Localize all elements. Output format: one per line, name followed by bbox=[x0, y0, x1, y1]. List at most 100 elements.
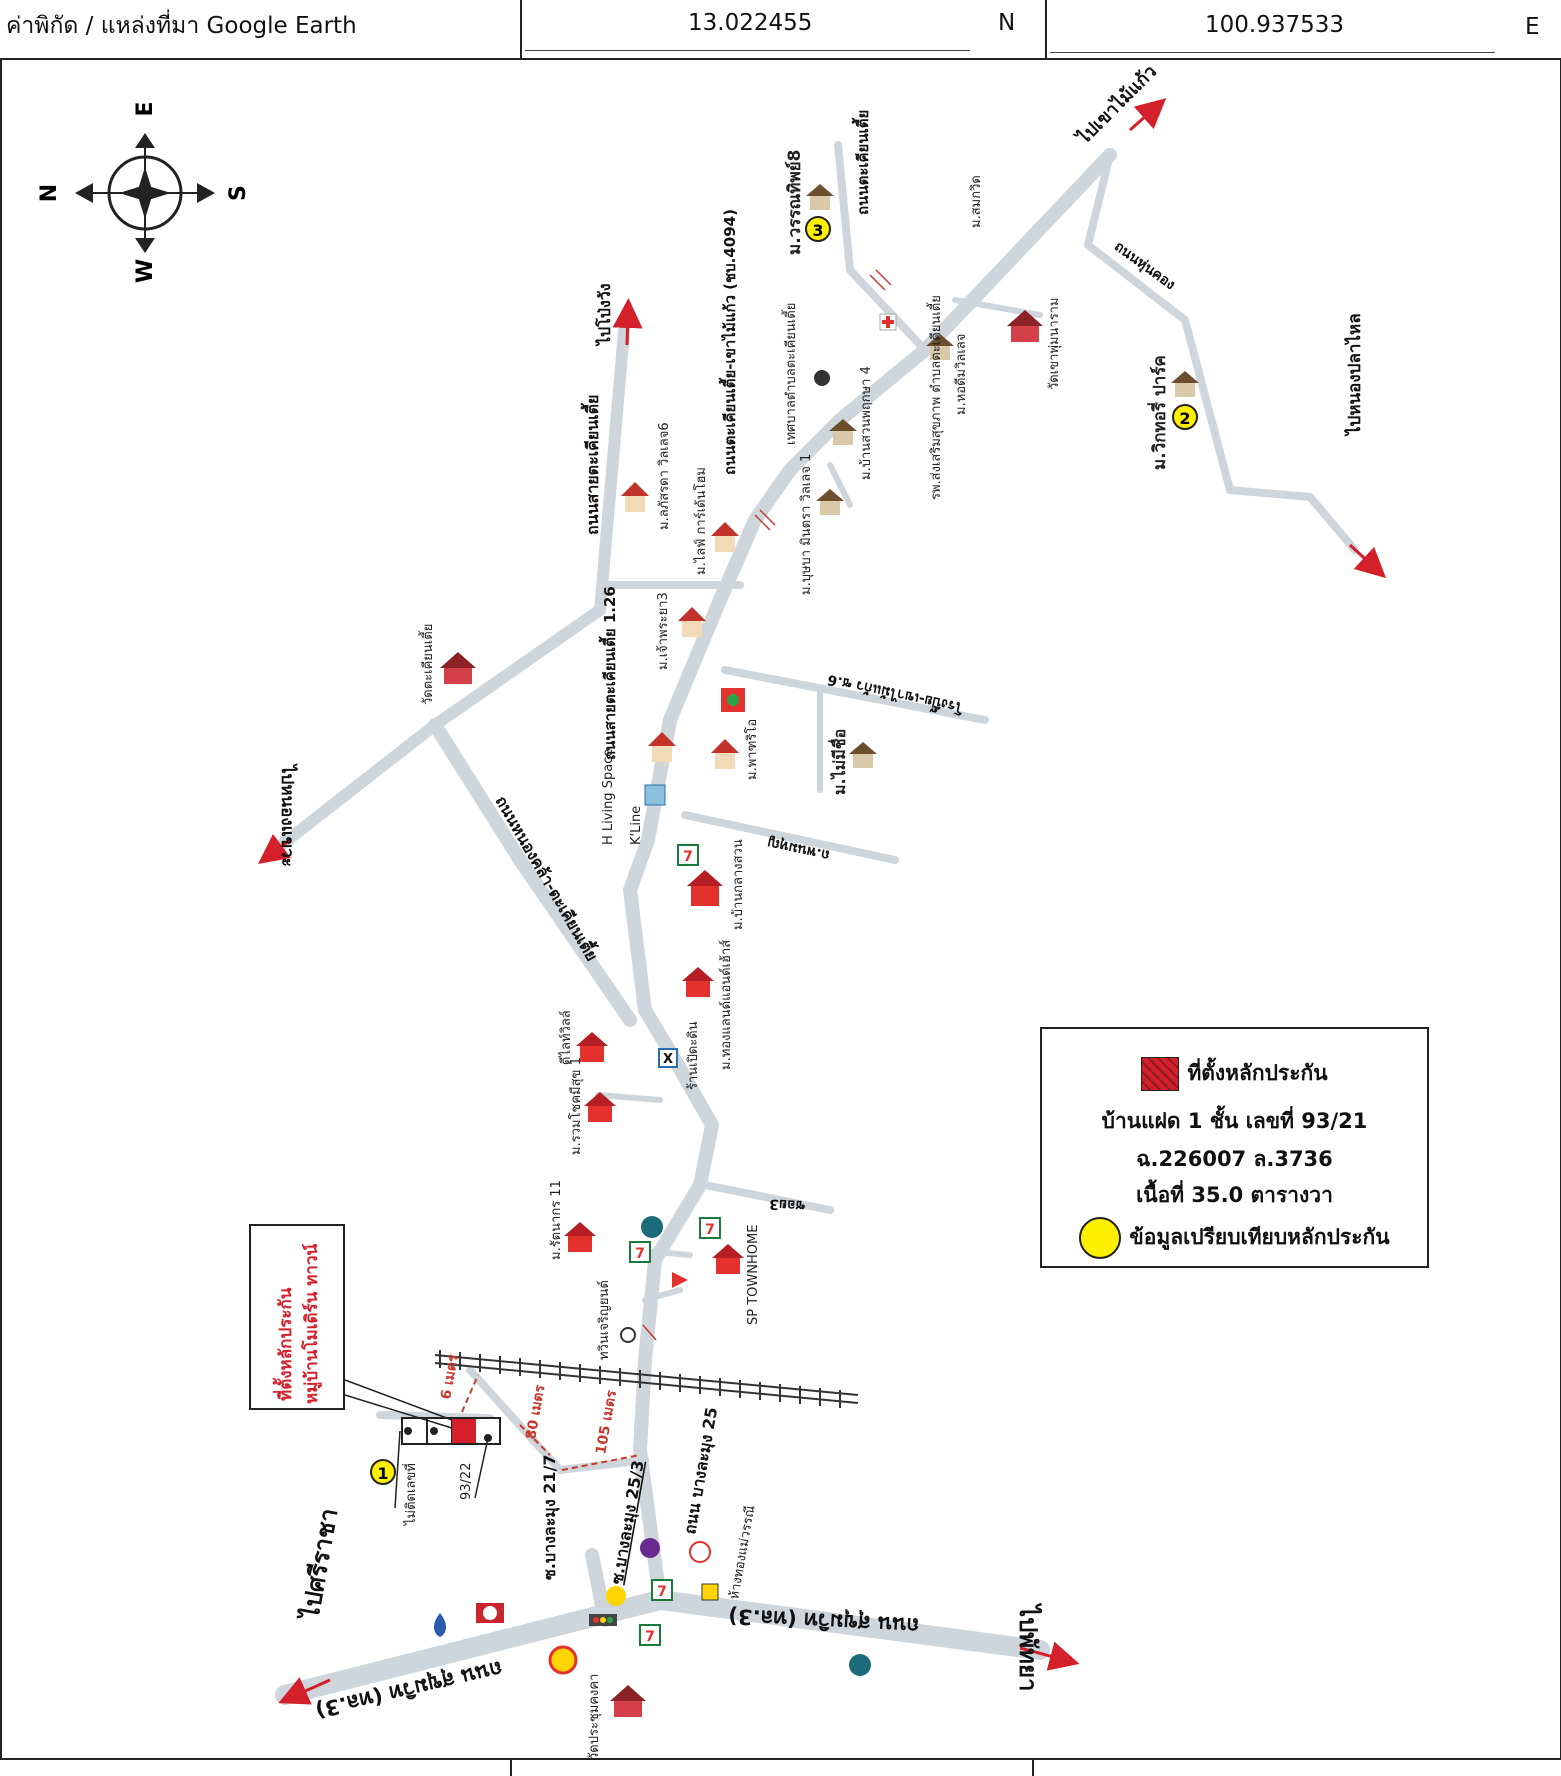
label-comparable-1: ไม่ติดเลขที่ bbox=[402, 1463, 419, 1526]
longitude-cell: 100.937533 E bbox=[1045, 0, 1559, 58]
svg-text:7: 7 bbox=[683, 849, 693, 865]
label-tonthong: ห้างทองแม่วรรณี bbox=[726, 1504, 758, 1601]
label-thonglan: ม.ทองแลนด์แอนด์เฮ้าส์ bbox=[718, 940, 734, 1070]
house-icon bbox=[564, 1222, 596, 1252]
label-saitakhian: ถนนสายตะเคียนเตี้ย bbox=[580, 395, 602, 535]
label-dilight: ดีไลท์วิลล์ bbox=[558, 1010, 574, 1065]
mcdonald-icon bbox=[606, 1586, 626, 1606]
arrow-to-nong-khae bbox=[258, 834, 291, 864]
label-nongkhla: ถนนหนองคล้า-ตะเคียนเตี้ย bbox=[492, 791, 605, 964]
kline-icon bbox=[644, 784, 666, 806]
label-soi-25-3: ซ.บางละมุง 25/3 bbox=[607, 1459, 648, 1586]
collateral-plot bbox=[344, 1379, 501, 1509]
svg-text:7: 7 bbox=[645, 1629, 655, 1645]
label-wat-takhian: วัดตะเคียนเตี้ย bbox=[418, 624, 436, 705]
label-bang-lamung-25: ถนน บางละมุง 25 bbox=[680, 1406, 722, 1536]
temple-icon bbox=[610, 1685, 646, 1717]
distance-6m: 6 เมตร bbox=[438, 1353, 462, 1401]
distance-105m: 105 เมตร bbox=[593, 1389, 620, 1456]
shell-icon bbox=[548, 1645, 578, 1675]
latitude-value: 13.022455 bbox=[688, 10, 813, 36]
temple-icon bbox=[1007, 310, 1043, 342]
road-phon bbox=[681, 811, 899, 864]
label-bansuan4: ม.บ้านสวนพฤกษา 4 bbox=[859, 366, 874, 480]
road-small-4 bbox=[827, 462, 853, 508]
comparable-3: 3 bbox=[805, 216, 831, 242]
svg-text:X: X bbox=[663, 1052, 673, 1067]
house-icon bbox=[576, 1032, 608, 1062]
house-icon bbox=[926, 334, 954, 360]
shopping-icon bbox=[721, 688, 745, 712]
label-bussaba: ม.บุษบา มินตรา วิลเลจ 1 bbox=[799, 454, 814, 595]
arrow-to-nong-pla-lai bbox=[1348, 543, 1387, 579]
compass-arrow-west-icon bbox=[135, 238, 155, 253]
comparable-swatch bbox=[1079, 1217, 1122, 1259]
label-kline: K'Line bbox=[629, 806, 644, 845]
house-icon bbox=[711, 522, 739, 552]
seven-eleven-icon: 7 bbox=[677, 844, 699, 866]
road-to-nong-pla-lai bbox=[1084, 151, 1359, 554]
railway bbox=[434, 1350, 859, 1408]
label-maimueang: ม.ไม่มีชื่อ bbox=[828, 729, 849, 795]
village-icons bbox=[440, 184, 1199, 1717]
road-small-3 bbox=[642, 1287, 683, 1303]
label-tessaban: เทศบาลตำบลตะเคียนเตี้ย bbox=[781, 303, 799, 445]
label-rattanakorn: ม.รัตนากร 11 bbox=[549, 1180, 564, 1260]
school-icon bbox=[701, 1583, 719, 1601]
label-bansuan: ม.บ้านกลางสวน bbox=[731, 839, 746, 930]
road-soi-6 bbox=[721, 666, 989, 724]
house-icon bbox=[711, 739, 739, 769]
label-shop: ร้านเปิดะดิน bbox=[686, 1021, 701, 1090]
legend-line-4: เนื้อที่ 35.0 ตารางวา bbox=[1136, 1183, 1333, 1207]
label-to-nong-khae: ไปหนองแขวะ bbox=[277, 763, 298, 867]
footer-divider-1 bbox=[510, 1760, 512, 1776]
callout-line-2: หมู่บ้านโมเดิร์น ทาวน์ bbox=[301, 1243, 323, 1404]
arrow-to-sriracha bbox=[278, 1677, 331, 1705]
latitude-underline bbox=[525, 50, 970, 51]
hospital-cross-icon bbox=[879, 313, 897, 331]
road-soi-21-7 bbox=[466, 1366, 564, 1474]
distance-lines bbox=[461, 1374, 641, 1471]
arrow-to-pong-wang bbox=[612, 298, 643, 346]
motorbike-icon bbox=[620, 1327, 636, 1343]
label-comparable-2: ม.วิกทอรี่ ปาร์ค bbox=[1147, 355, 1170, 470]
label-plot-93-22: 93/22 bbox=[459, 1463, 474, 1500]
house-icon bbox=[648, 732, 676, 762]
label-main-road: ถนนตะเคียนเตี้ย-เขาไม้แก้ว (ชบ.4094) bbox=[718, 209, 739, 475]
legend-title: ที่ตั้งหลักประกัน bbox=[1187, 1061, 1328, 1085]
gas-station-icon bbox=[849, 1654, 871, 1676]
poi-markers: 7 7 7 7 7 X bbox=[434, 313, 897, 1676]
svg-text:7: 7 bbox=[657, 1584, 667, 1600]
label-ruamchok: ม.รวมโชคมีสุข 1 bbox=[568, 1057, 584, 1155]
seven-eleven-icon: 7 bbox=[639, 1624, 661, 1646]
house-icon bbox=[712, 1244, 744, 1274]
label-to-nong-pla-lai: ไปหนองปลาไหล bbox=[1344, 313, 1365, 437]
house-icon bbox=[621, 482, 649, 512]
legend-comparable-row: ข้อมูลเปรียบเทียบหลักประกัน bbox=[1042, 1217, 1427, 1259]
road-saitakhian bbox=[429, 314, 631, 731]
label-wat-wo: วัดเขาพุ่มนาราม bbox=[1047, 297, 1062, 390]
house-icon bbox=[687, 870, 723, 906]
label-wat-prachum: วัดประชุมคงคา bbox=[587, 1674, 602, 1760]
honda-icon bbox=[672, 1272, 688, 1288]
road-nongkhla bbox=[428, 718, 637, 1027]
label-hospital: รพ.ส่งเสริมสุขภาพ ตำบลตะเคียนเตี้ย bbox=[926, 295, 944, 500]
house-icon bbox=[816, 489, 844, 515]
temple-icon bbox=[440, 652, 476, 684]
shop-x-icon: X bbox=[658, 1048, 678, 1068]
callout-line-1: ที่ตั้งหลักประกัน bbox=[272, 1287, 296, 1401]
traffic-light-icon bbox=[589, 1614, 617, 1626]
compass-arrow-north-icon bbox=[75, 183, 93, 203]
legend: ที่ตั้งหลักประกัน บ้านแฝด 1 ชั้น เลขที่ … bbox=[1040, 1027, 1429, 1268]
compass-rose: N S E W bbox=[37, 101, 251, 283]
road-wat-prachum bbox=[585, 1548, 612, 1627]
comparable-2: 2 bbox=[1172, 404, 1198, 430]
coordinates-header: ค่าพิกัด / แหล่งที่มา Google Earth 13.02… bbox=[0, 0, 1561, 60]
house-icon bbox=[682, 967, 714, 997]
label-hliving: H Living Space bbox=[601, 749, 616, 845]
house-icon bbox=[678, 607, 706, 637]
longitude-value: 100.937533 bbox=[1205, 12, 1345, 38]
direction-arrows bbox=[258, 98, 1387, 1705]
label-sukhumvit-right: ถนน สุขุมวิท (ทล.3) bbox=[728, 1602, 920, 1638]
